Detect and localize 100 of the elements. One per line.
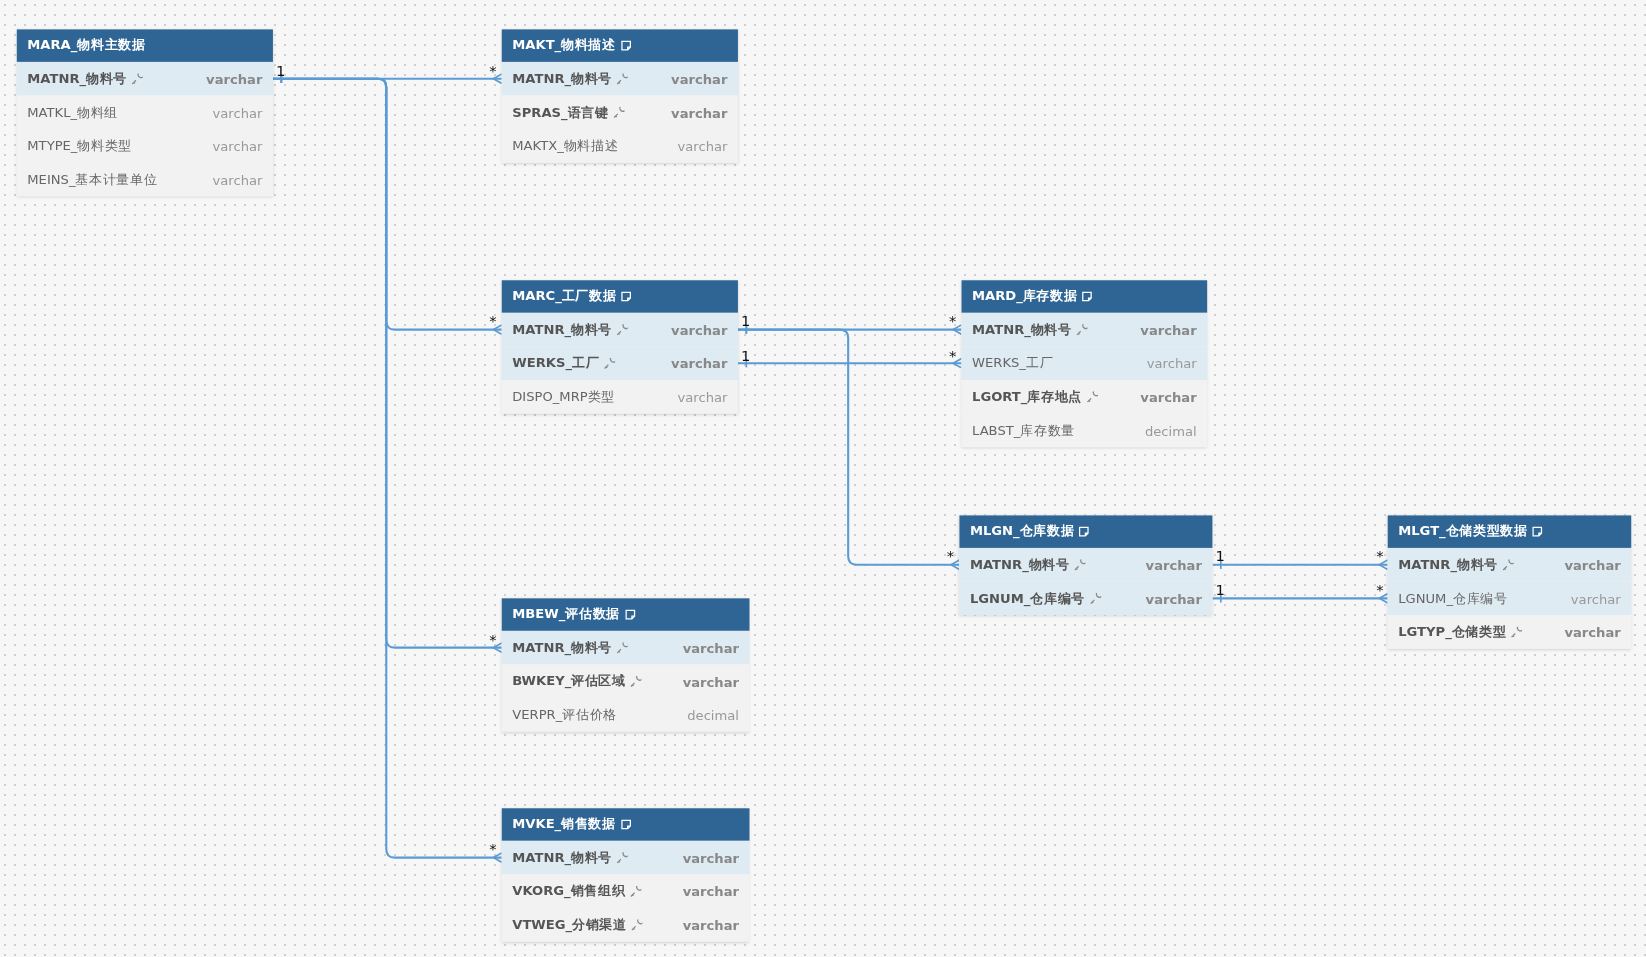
table-row: [501, 61, 738, 96]
data-type: varchar: [1564, 556, 1621, 573]
table-row: [501, 874, 750, 908]
table-row: [501, 840, 750, 875]
relationship-line: [737, 324, 961, 571]
column-name: MATKL_物料组: [27, 103, 118, 122]
table-title: MARD_库存数据: [972, 287, 1078, 306]
cardinality-label: *: [1376, 582, 1384, 598]
table-row: [1387, 547, 1632, 582]
cardinality-label: *: [946, 547, 955, 563]
data-type: varchar: [1564, 624, 1621, 640]
table-card: [501, 29, 738, 163]
data-type: varchar: [1145, 556, 1202, 573]
column-name: MATNR_物料号: [512, 848, 612, 867]
column-name: MATNR_物料号: [1398, 555, 1498, 574]
cardinality-label: *: [1376, 547, 1384, 563]
column-name: LGORT_库存地点: [972, 387, 1082, 406]
relationship-line: [272, 73, 503, 864]
column-name: MATNR_物料号: [512, 638, 612, 657]
cardinality-label: *: [489, 841, 497, 857]
table-row: [501, 346, 738, 380]
data-type: varchar: [671, 70, 728, 87]
data-type: varchar: [1140, 388, 1197, 405]
table-row: [961, 312, 1208, 347]
table-row: [501, 908, 750, 942]
table-title: MARC_工厂数据: [512, 287, 617, 306]
column-name: VERPR_评估价格: [512, 705, 617, 724]
relationship-line: [1212, 559, 1389, 571]
data-type: varchar: [682, 673, 739, 690]
column-name: MTYPE_物料类型: [27, 137, 132, 155]
table-row: [959, 547, 1213, 582]
table-title: MLGN_仓库数据: [969, 522, 1075, 541]
data-type: varchar: [206, 70, 263, 87]
column-name: DISPO_MRP类型: [512, 387, 615, 406]
table-row: [16, 162, 273, 197]
column-name: LGNUM_仓库编号: [969, 589, 1085, 608]
table-card: [959, 515, 1213, 616]
table-title: MBEW_评估数据: [512, 605, 620, 624]
column-name: WERKS_工厂: [512, 354, 600, 373]
column-name: BWKEY_评估区域: [512, 672, 626, 691]
table-row: [1387, 615, 1632, 649]
table-card: [961, 280, 1208, 448]
data-type: varchar: [682, 849, 739, 866]
column-name: LGNUM_仓库编号: [1398, 589, 1508, 608]
data-type: varchar: [671, 104, 728, 121]
relationship-line: [1212, 592, 1389, 604]
column-name: MATNR_物料号: [972, 320, 1072, 339]
data-type: varchar: [682, 916, 739, 933]
table-row: [1387, 581, 1632, 616]
column-name: VTWEG_分销渠道: [512, 915, 627, 934]
data-type: varchar: [1145, 590, 1202, 607]
data-type: varchar: [682, 639, 739, 656]
data-type: varchar: [1140, 321, 1197, 338]
data-type: varchar: [212, 104, 263, 121]
relationship-line: [737, 357, 963, 369]
cardinality-label: 1: [741, 313, 751, 329]
data-type: varchar: [212, 171, 263, 188]
cardinality-label: *: [489, 63, 497, 78]
table-title: MARA_物料主数据: [27, 36, 146, 55]
cardinality-label: 1: [1215, 547, 1225, 563]
data-type: varchar: [677, 388, 728, 405]
column-name: LABST_库存数量: [972, 421, 1075, 440]
column-name: MATNR_物料号: [27, 69, 128, 88]
data-type: varchar: [671, 321, 728, 338]
table-card: [501, 598, 750, 732]
table-row: [961, 380, 1208, 414]
cardinality-label: *: [489, 313, 497, 329]
table-row: [501, 380, 738, 414]
table-row: [501, 95, 738, 130]
data-type: varchar: [1570, 590, 1621, 607]
table-row: [959, 581, 1213, 616]
table-row: [16, 61, 273, 96]
table-row: [501, 630, 750, 665]
data-type: varchar: [682, 883, 739, 900]
cardinality-label: *: [948, 313, 957, 329]
column-name: VKORG_销售组织: [512, 882, 626, 901]
column-name: LGTYP_仓储类型: [1398, 623, 1507, 641]
cardinality-label: 1: [1215, 582, 1225, 598]
cardinality-label: 1: [741, 348, 751, 364]
column-name: SPRAS_语言键: [512, 103, 609, 122]
column-name: MATNR_物料号: [512, 320, 612, 339]
data-type: varchar: [677, 138, 728, 154]
table-title: MLGT_仓储类型数据: [1398, 522, 1528, 541]
cardinality-label: *: [948, 348, 957, 364]
table-row: [16, 95, 273, 130]
table-title: MVKE_销售数据: [512, 815, 616, 834]
cardinality-label: 1: [276, 63, 286, 78]
cardinality-label: *: [489, 631, 497, 647]
column-name: MAKTX_物料描述: [512, 137, 619, 155]
table-row: [501, 129, 738, 163]
data-type: varchar: [671, 355, 728, 372]
data-type: varchar: [1146, 355, 1197, 372]
data-type: decimal: [1144, 422, 1197, 439]
data-type: varchar: [212, 138, 263, 154]
data-type: decimal: [687, 706, 739, 723]
table-card: [1387, 515, 1632, 649]
table-card: [16, 29, 273, 197]
table-row: [501, 312, 738, 347]
column-name: MATNR_物料号: [512, 69, 612, 88]
table-row: [501, 664, 750, 699]
